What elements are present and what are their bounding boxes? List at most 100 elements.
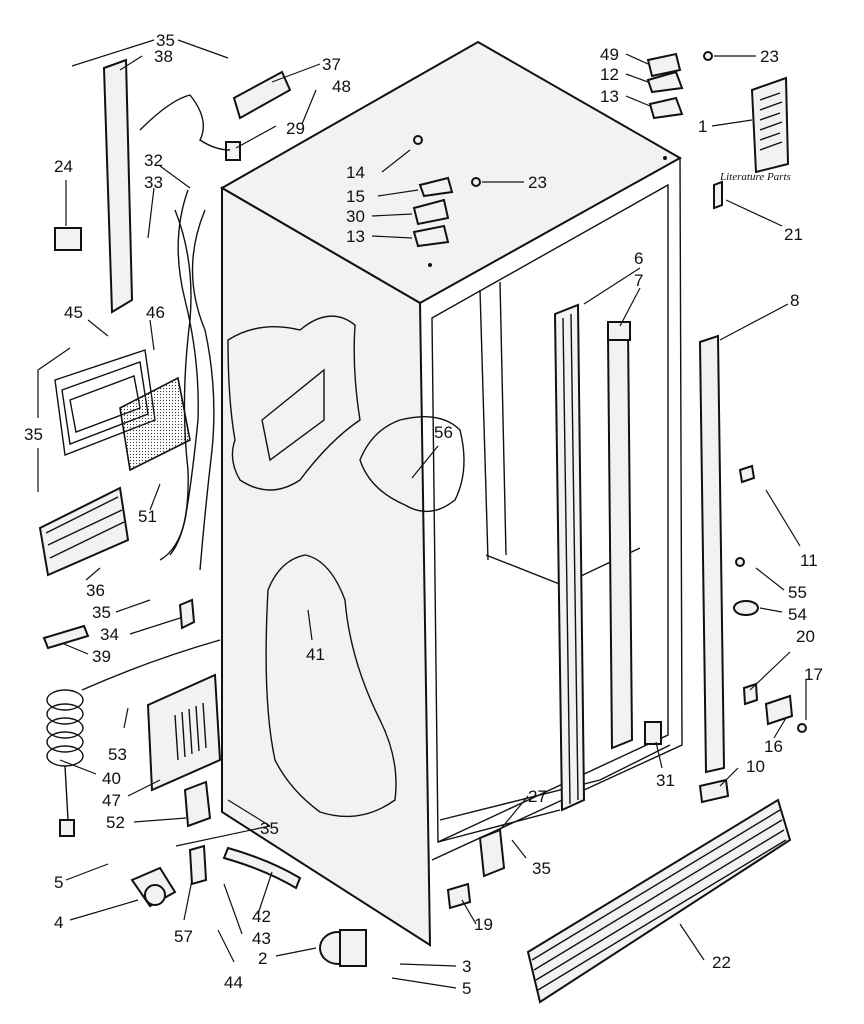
part-55-screw [735, 557, 745, 567]
callout-30: 30 [346, 207, 365, 226]
callout-56: 56 [434, 423, 453, 442]
callout-46: 46 [146, 303, 165, 322]
callout-23-mid: 23 [528, 173, 547, 192]
part-19-clip [446, 882, 472, 910]
top-hinges [412, 51, 713, 248]
part-52-bracket [183, 780, 212, 828]
part-30-hinge [412, 198, 450, 226]
callout-53: 53 [108, 745, 127, 764]
part-22-grille [526, 798, 792, 1004]
part-38-strip [102, 58, 134, 314]
callout-37: 37 [322, 55, 341, 74]
mullion [479, 281, 507, 561]
callout-48: 48 [332, 77, 351, 96]
callout-31: 31 [656, 771, 675, 790]
part-1-booklet [750, 76, 790, 174]
callout-13-mid: 13 [346, 227, 365, 246]
literature-parts: Literature Parts [719, 76, 791, 183]
callout-22: 22 [712, 953, 731, 972]
callout-20: 20 [796, 627, 815, 646]
callout-19: 19 [474, 915, 493, 934]
part-47-vents [174, 702, 207, 761]
part-39-strip [42, 624, 90, 650]
callout-6: 6 [634, 249, 643, 268]
cabinet-front-frame [419, 156, 683, 861]
part-34-clip [178, 598, 196, 630]
part-36-panel [38, 486, 130, 577]
callout-52: 52 [106, 813, 125, 832]
cabinet-cutaway-upper [227, 315, 361, 491]
part-37-bracket [232, 70, 292, 120]
cabinet-inner-opening [431, 183, 669, 844]
callout-47: 47 [102, 791, 121, 810]
part-31-clip [644, 721, 662, 745]
callout-10: 10 [746, 757, 765, 776]
harness-32-a [159, 189, 199, 561]
harness-32-c [169, 209, 192, 556]
callout-42: 42 [252, 907, 271, 926]
part-21-clip [713, 180, 723, 210]
callout-35-top: 35 [156, 31, 175, 50]
part-36-panel-lines [45, 496, 125, 559]
callout-5-left: 5 [54, 873, 63, 892]
leader-lines [37, 39, 807, 989]
part-23-screw [471, 177, 481, 187]
part-8-strip [698, 334, 726, 774]
part-46-insulation [119, 376, 191, 472]
part-13-shim [648, 96, 684, 120]
callout-21: 21 [784, 225, 803, 244]
callout-35-left: 35 [24, 425, 43, 444]
callout-14: 14 [346, 163, 365, 182]
callout-34: 34 [100, 625, 119, 644]
callout-36: 36 [86, 581, 105, 600]
cabinet [219, 40, 683, 947]
callout-2: 2 [258, 949, 267, 968]
callout-49: 49 [600, 45, 619, 64]
harness-48 [139, 94, 231, 151]
part-12-hinge [646, 70, 684, 94]
callout-29: 29 [286, 119, 305, 138]
part-7-strap [606, 326, 634, 750]
callout-4: 4 [54, 913, 63, 932]
cabinet-cutaway-center [359, 415, 465, 513]
cabinet-cutaway-lower [265, 554, 397, 818]
part-16-hinge [764, 694, 794, 726]
part-10-end-cap [698, 778, 730, 804]
part-15-cover [418, 176, 454, 198]
callout-32: 32 [144, 151, 163, 170]
callout-41: 41 [306, 645, 325, 664]
callout-45: 45 [64, 303, 83, 322]
callout-labels: 35 38 37 48 29 24 32 33 14 15 30 13 23 4… [24, 31, 823, 998]
left-parts [38, 58, 367, 967]
part-14-screw [413, 135, 423, 145]
literature-label: Literature Parts [719, 171, 791, 183]
callout-35-right: 35 [532, 859, 551, 878]
part-29-plug [225, 141, 241, 161]
callout-13-top: 13 [600, 87, 619, 106]
callout-57: 57 [174, 927, 193, 946]
callout-1: 1 [698, 117, 707, 136]
part-40-power-cord [46, 639, 221, 837]
callout-35-mid: 35 [92, 603, 111, 622]
callout-3: 3 [462, 957, 471, 976]
callout-54: 54 [788, 605, 807, 624]
callout-17: 17 [804, 665, 823, 684]
part-11-clip [738, 464, 756, 484]
callout-43: 43 [252, 929, 271, 948]
cabinet-vent-opening [261, 368, 325, 462]
callout-7: 7 [634, 271, 643, 290]
callout-12: 12 [600, 65, 619, 84]
callout-33: 33 [144, 173, 163, 192]
callout-51: 51 [138, 507, 157, 526]
part-57-leveler [188, 844, 208, 886]
part-54-cam [733, 600, 759, 616]
part-27-bracket [478, 828, 506, 878]
callout-11: 11 [800, 551, 818, 570]
part-42-tube [222, 846, 302, 890]
callout-44: 44 [224, 973, 243, 992]
callout-55: 55 [788, 583, 807, 602]
part-23-screw-top [703, 51, 713, 61]
callout-8: 8 [790, 291, 799, 310]
harness-32-b [191, 209, 215, 571]
callout-24: 24 [54, 157, 73, 176]
